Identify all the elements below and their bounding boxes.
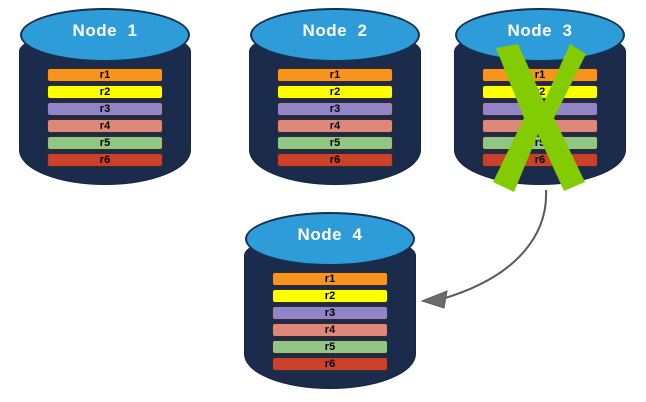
row-label: r5 — [99, 137, 111, 149]
row-label: r4 — [324, 324, 336, 336]
cylinder-top-ellipse — [20, 8, 190, 62]
row-label: r6 — [99, 154, 111, 166]
row-r1[interactable]: r1 — [272, 272, 388, 286]
row-label: r5 — [324, 341, 336, 353]
node-cylinder-node-4[interactable]: Node 4 r1 r2 r3 r4 r5 r6 — [245, 212, 415, 388]
row-label: r3 — [99, 103, 111, 115]
row-label: r5 — [534, 137, 546, 149]
row-r1[interactable]: r1 — [47, 68, 163, 82]
node-cylinder-node-2[interactable]: Node 2 r1 r2 r3 r4 r5 r6 — [250, 8, 420, 184]
row-label: r4 — [99, 120, 111, 132]
row-label: r6 — [329, 154, 341, 166]
row-r2[interactable]: r2 — [482, 85, 598, 99]
connector-arrowhead — [420, 290, 448, 309]
row-label: r1 — [534, 69, 546, 81]
row-r6[interactable]: r6 — [47, 153, 163, 167]
row-label: r6 — [324, 358, 336, 370]
row-list: r1 r2 r3 r4 r5 r6 — [47, 68, 163, 170]
row-label: r3 — [324, 307, 336, 319]
node-cylinder-node-1[interactable]: Node 1 r1 r2 r3 r4 r5 r6 — [20, 8, 190, 184]
row-list: r1 r2 r3 r4 r5 r6 — [277, 68, 393, 170]
row-r4[interactable]: r4 — [272, 323, 388, 337]
row-r6[interactable]: r6 — [277, 153, 393, 167]
row-r5[interactable]: r5 — [277, 136, 393, 150]
row-r4[interactable]: r4 — [482, 119, 598, 133]
row-r3[interactable]: r3 — [482, 102, 598, 116]
cylinder-top-ellipse — [250, 8, 420, 62]
row-label: r4 — [534, 120, 546, 132]
node-title: Node 1 — [72, 21, 138, 40]
row-r2[interactable]: r2 — [272, 289, 388, 303]
row-r3[interactable]: r3 — [47, 102, 163, 116]
cylinder-top-ellipse — [245, 212, 415, 266]
row-label: r1 — [99, 69, 111, 81]
row-label: r2 — [329, 86, 341, 98]
row-label: r3 — [534, 103, 546, 115]
row-label: r1 — [324, 273, 336, 285]
row-label: r3 — [329, 103, 341, 115]
row-label: r5 — [329, 137, 341, 149]
row-label: r2 — [534, 86, 546, 98]
row-r2[interactable]: r2 — [47, 85, 163, 99]
row-r2[interactable]: r2 — [277, 85, 393, 99]
row-list: r1 r2 r3 r4 r5 r6 — [272, 272, 388, 374]
row-r5[interactable]: r5 — [272, 340, 388, 354]
row-list: r1 r2 r3 r4 r5 r6 — [482, 68, 598, 170]
row-r5[interactable]: r5 — [482, 136, 598, 150]
row-label: r6 — [534, 154, 546, 166]
node-cylinder-node-3[interactable]: Node 3 r1 r2 r3 r4 r5 r6 — [455, 8, 625, 184]
row-r3[interactable]: r3 — [272, 306, 388, 320]
node-title: Node 2 — [302, 21, 368, 40]
row-r5[interactable]: r5 — [47, 136, 163, 150]
row-label: r2 — [324, 290, 336, 302]
row-r6[interactable]: r6 — [272, 357, 388, 371]
row-label: r4 — [329, 120, 341, 132]
row-r1[interactable]: r1 — [277, 68, 393, 82]
connector-line — [441, 189, 548, 300]
row-r4[interactable]: r4 — [47, 119, 163, 133]
node-title: Node 4 — [297, 225, 363, 244]
row-label: r1 — [329, 69, 341, 81]
node-title: Node 3 — [507, 21, 573, 40]
row-r1[interactable]: r1 — [482, 68, 598, 82]
row-r4[interactable]: r4 — [277, 119, 393, 133]
row-label: r2 — [99, 86, 111, 98]
row-r6[interactable]: r6 — [482, 153, 598, 167]
row-r3[interactable]: r3 — [277, 102, 393, 116]
